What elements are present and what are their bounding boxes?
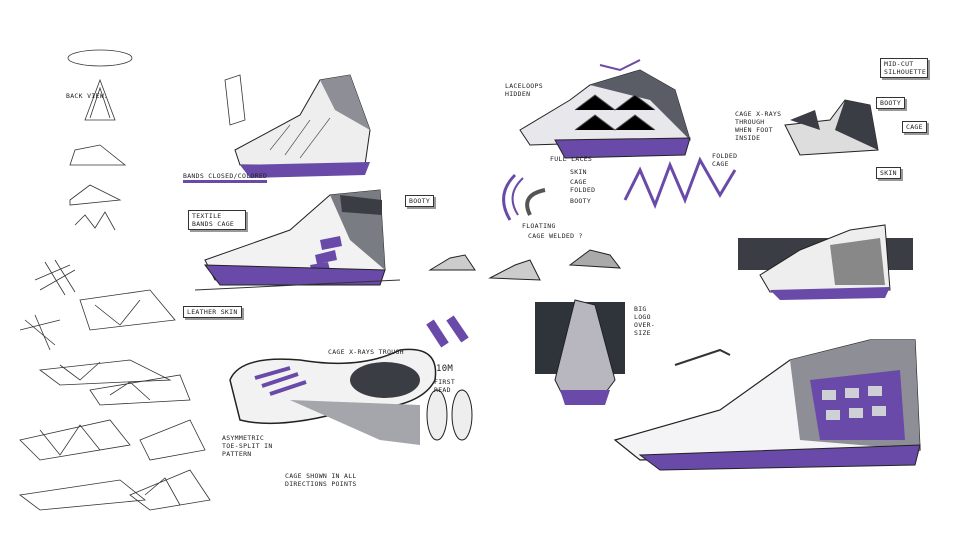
note-back-view: BACK VIEW.: [66, 92, 109, 100]
thumbnail-sketches: [18, 49, 246, 511]
shoe-back-view: [535, 299, 625, 405]
note-mid-cut: MID-CUT SILHOUETTE: [880, 58, 928, 78]
note-bands-closed: BANDS CLOSED/COLORED: [183, 172, 268, 183]
note-cage-xrays-trough: CAGE X-RAYS TROUGH: [328, 348, 404, 356]
note-skin: SKIN: [570, 168, 587, 176]
shoe-bands-closed: [194, 189, 401, 291]
note-skin-midcut: SKIN: [876, 167, 901, 179]
shoe-top-view: [229, 315, 473, 445]
note-first-read: FIRST READ: [434, 378, 456, 394]
note-cage-xrays: CAGE X-RAYS THROUGH WHEN FOOT INSIDE: [735, 110, 782, 142]
note-cage-welded: CAGE WELDED ?: [528, 232, 583, 240]
shoe-top-center: [234, 74, 371, 178]
folded-cage-sketch: [623, 156, 737, 210]
note-laceloops-hidden: LACELOOPS HIDDEN: [505, 82, 543, 98]
note-cage-shown: CAGE SHOWN IN ALL DIRECTIONS POINTS: [285, 472, 357, 488]
note-full-laces: FULL LACES: [550, 155, 593, 163]
note-floating: FLOATING: [522, 222, 556, 230]
note-big-logo: BIG LOGO OVER-SIZE: [634, 305, 656, 337]
note-booty-midcut: BOOTY: [876, 97, 906, 109]
note-folded-cage: FOLDED CAGE: [712, 152, 738, 168]
note-cage-folded: CAGE FOLDED: [570, 178, 596, 194]
note-booty: BOOTY: [405, 195, 435, 207]
layer-diagram: [502, 173, 546, 221]
note-booty-layer: BOOTY: [570, 197, 592, 205]
shoe-cage: [519, 59, 691, 159]
note-asymmetric: ASYMMETRIC TOE-SPLIT IN PATTERN: [222, 434, 273, 458]
shoe-hero: [613, 339, 921, 471]
shoe-dark-bg: [738, 224, 913, 300]
note-cage: CAGE: [902, 121, 927, 133]
shoe-midcut: [784, 99, 879, 156]
note-textile-bands-cage: TEXTILE BANDS CAGE: [188, 210, 246, 230]
note-leather-skin: LEATHER SKIN: [183, 306, 242, 318]
shoe-small-pair: [428, 249, 622, 281]
note-10m: 10M: [436, 364, 454, 374]
